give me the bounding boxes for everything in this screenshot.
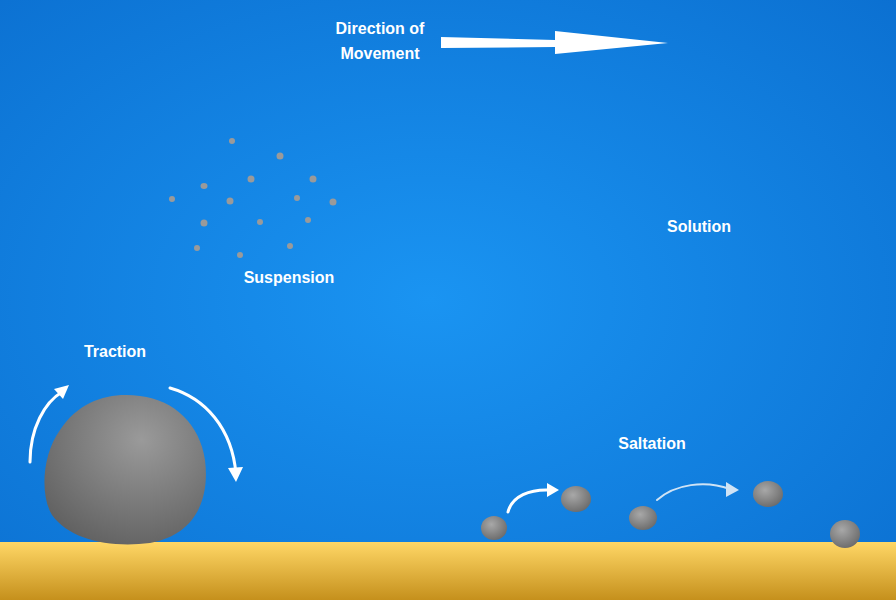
process-label: Suspension	[244, 265, 335, 290]
suspended-particles	[169, 138, 337, 258]
direction-arrow	[441, 31, 668, 54]
process-label: Solution	[667, 214, 731, 239]
process-label: Traction	[84, 339, 146, 364]
rolling-arrows	[30, 388, 236, 474]
arrowhead	[228, 467, 243, 482]
hop-arrow	[657, 484, 730, 500]
arrowhead	[726, 482, 739, 497]
hop-arrow	[508, 490, 550, 512]
boulder	[44, 395, 205, 544]
arrowhead	[54, 385, 69, 399]
river-bed	[0, 542, 896, 600]
process-label: Saltation	[618, 431, 686, 456]
direction-label: Direction of Movement	[320, 16, 440, 66]
arrowhead	[547, 483, 559, 497]
saltating-pebbles	[481, 481, 860, 548]
